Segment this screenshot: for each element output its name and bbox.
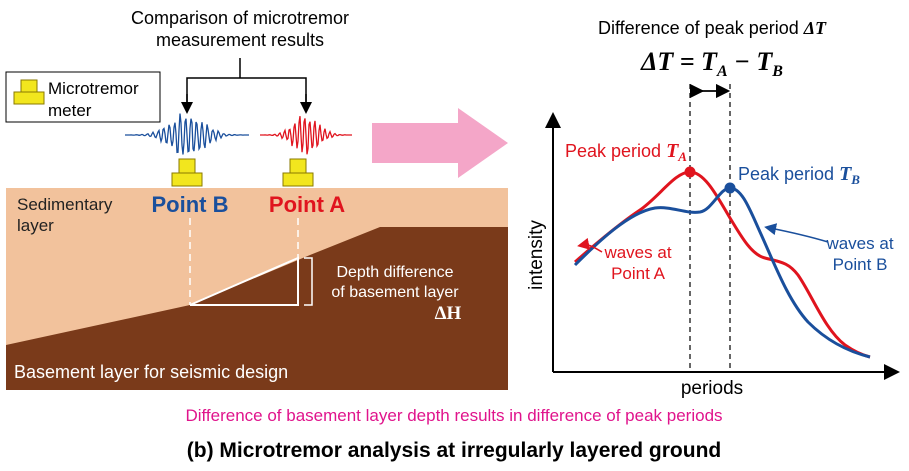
depth-label-line2: of basement layer — [331, 284, 459, 301]
sedimentary-label-line1: Sedimentary — [17, 195, 113, 214]
right-panel: Difference of peak period ΔT ΔT = TA − T… — [526, 18, 900, 399]
peak-b-label: Peak period TB — [738, 163, 860, 187]
left-panel: Comparison of microtremor measurement re… — [5, 8, 508, 390]
waves-b-label-line2: Point B — [833, 255, 888, 274]
figure-subtitle: (b) Microtremor analysis at irregularly … — [187, 439, 722, 462]
waves-a-label-line2: Point A — [611, 264, 666, 283]
wave-point-a — [260, 116, 352, 155]
meter-point-a — [282, 158, 314, 187]
depth-label-line1: Depth difference — [336, 264, 453, 281]
sedimentary-label-line2: layer — [17, 216, 54, 235]
waves-b-label-line1: waves at — [825, 234, 893, 253]
transition-arrow — [372, 108, 508, 178]
right-title: Difference of peak period ΔT — [598, 18, 827, 38]
curve-point-a — [574, 170, 871, 359]
depth-symbol: ΔH — [435, 303, 462, 324]
waves-a-pointer — [577, 237, 603, 253]
peak-a-marker — [684, 166, 696, 178]
legend-label-line2: meter — [48, 101, 92, 120]
x-axis-label: periods — [681, 378, 743, 399]
legend-label-line1: Microtremor — [48, 79, 139, 98]
comparison-title-line1: Comparison of microtremor — [131, 8, 349, 28]
point-a-label: Point A — [269, 192, 345, 217]
basement-label: Basement layer for seismic design — [14, 362, 288, 382]
peak-b-marker — [724, 182, 736, 194]
point-b-label: Point B — [152, 192, 229, 217]
peak-a-label: Peak period TA — [565, 140, 687, 164]
wave-point-b — [125, 113, 249, 155]
y-axis-label: intensity — [526, 220, 547, 290]
comparison-title-line2: measurement results — [156, 30, 324, 50]
comparison-bracket — [186, 77, 307, 108]
basement-layer — [6, 227, 508, 390]
depth-triangle — [189, 256, 299, 306]
waves-a-label-line1: waves at — [603, 243, 671, 262]
delta-t-equation: ΔT = TA − TB — [640, 47, 783, 80]
meter-point-b — [171, 158, 203, 187]
waves-b-pointer — [764, 223, 829, 243]
meter-icon — [13, 79, 45, 105]
depth-brace — [304, 257, 313, 306]
caption: Difference of basement layer depth resul… — [185, 406, 722, 425]
